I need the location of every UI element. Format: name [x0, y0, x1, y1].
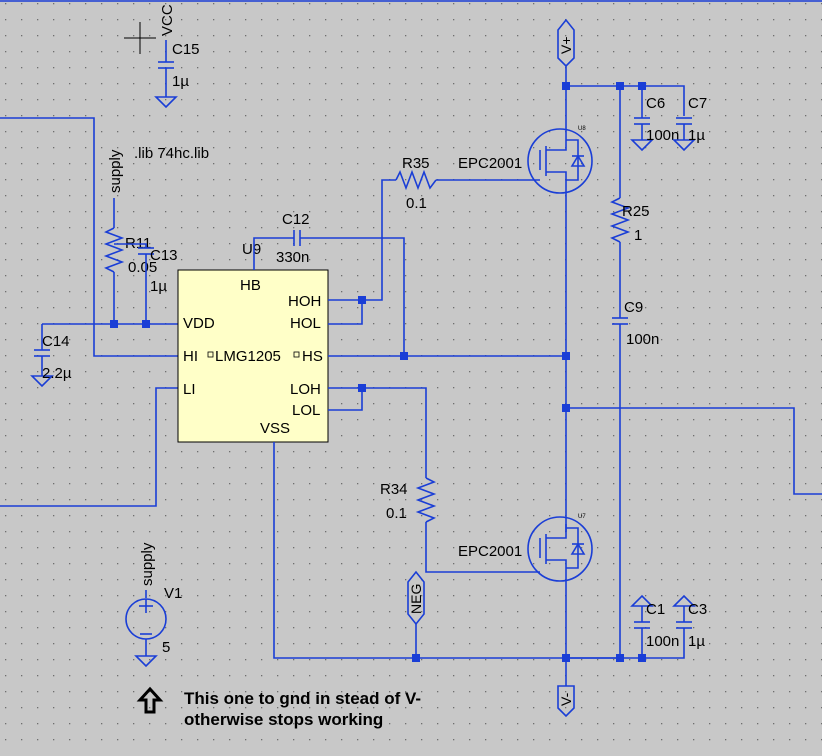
pin-vss: VSS: [260, 420, 290, 437]
c7-ref: C7: [688, 95, 707, 112]
ic-lmg1205[interactable]: U9 HB HOH HOL VDD HI LMG1205 HS LI LOH L…: [177, 241, 329, 443]
capacitor-c13[interactable]: C13 1µ: [114, 243, 178, 324]
r25-ref: R25: [622, 203, 650, 220]
capacitor-c6[interactable]: C6 100n: [630, 86, 679, 152]
junction: [616, 654, 624, 662]
mosfet-u8[interactable]: EPC2001 U8: [458, 126, 593, 194]
c6-ref: C6: [646, 95, 665, 112]
capacitor-c1[interactable]: C1 100n: [630, 594, 679, 658]
junction: [562, 654, 570, 662]
pin-hoh: HOH: [288, 293, 321, 310]
pin-lol: LOL: [292, 402, 320, 419]
pin-vdd: VDD: [183, 315, 215, 332]
junction: [562, 82, 570, 90]
c14-ref: C14: [42, 333, 70, 350]
c1-value: 100n: [646, 633, 679, 650]
r11-value: 0.05: [128, 259, 157, 276]
resistor-r35[interactable]: R35 0.1: [395, 155, 540, 212]
r34-feed-wire: [362, 387, 427, 478]
c14-value: 2.2µ: [42, 365, 72, 382]
capacitor-c7[interactable]: C7 1µ: [672, 95, 707, 152]
vcc-net: VCC: [124, 4, 176, 62]
junction: [142, 320, 150, 328]
top-rail-wire: [566, 85, 685, 116]
note-line-2: otherwise stops working: [184, 710, 383, 729]
c3-ref: C3: [688, 601, 707, 618]
note-line-1: This one to gnd in stead of V-: [184, 689, 421, 708]
bottom-rail-wire: [566, 628, 685, 659]
ic-ref: U9: [242, 241, 261, 258]
v1-value: 5: [162, 639, 170, 656]
junction: [562, 404, 570, 412]
pin-loh: LOH: [290, 381, 321, 398]
resistor-r34[interactable]: R34 0.1: [380, 477, 540, 573]
u7-model: EPC2001: [458, 543, 522, 560]
u7-ref: U7: [578, 514, 586, 520]
vplus-label: V+: [558, 36, 574, 54]
li-input-wire: [0, 387, 178, 507]
c6-value: 100n: [646, 127, 679, 144]
pin-hs: HS: [302, 348, 323, 365]
u8-model: EPC2001: [458, 155, 522, 172]
pin-li: LI: [183, 381, 196, 398]
capacitor-c15[interactable]: C15 1µ: [154, 41, 200, 109]
pin-hol: HOL: [290, 315, 321, 332]
hi-input-wire: [0, 117, 178, 357]
vcc-label: VCC: [159, 4, 176, 36]
junction: [400, 352, 408, 360]
pin-hi: HI: [183, 348, 198, 365]
annotation-note[interactable]: This one to gnd in stead of V- otherwise…: [136, 686, 421, 729]
capacitor-c3[interactable]: C3 1µ: [672, 594, 707, 650]
r35-ref: R35: [402, 155, 430, 172]
c3-value: 1µ: [688, 633, 705, 650]
c9-value: 100n: [626, 331, 659, 348]
r25-value: 1: [634, 227, 642, 244]
resistor-r25[interactable]: R25 1: [609, 86, 650, 318]
r35-feed-wire: [362, 179, 396, 301]
c12-value: 330n: [276, 249, 309, 266]
output-wire: [566, 407, 822, 495]
ic-name: LMG1205: [215, 348, 281, 365]
c12-ref: C12: [282, 211, 310, 228]
junction: [358, 296, 366, 304]
supply-label-bottom: supply: [139, 542, 156, 586]
vplus-port[interactable]: V+: [557, 18, 575, 136]
supply-label-top: supply: [107, 149, 124, 193]
loh-lol-wire: [328, 387, 363, 411]
neg-port[interactable]: NEG: [407, 570, 425, 658]
c15-value: 1µ: [172, 73, 189, 90]
spice-directive[interactable]: .lib 74hc.lib: [134, 145, 209, 162]
v1-ref: V1: [164, 585, 182, 602]
capacitor-c12[interactable]: C12 330n: [253, 211, 405, 356]
c15-ref: C15: [172, 41, 200, 58]
mosfet-u7[interactable]: EPC2001 U7: [458, 514, 593, 686]
u8-ref: U8: [578, 126, 586, 132]
c13-value: 1µ: [150, 278, 167, 295]
vminus-label: V-: [558, 692, 574, 706]
up-arrow-icon: [136, 686, 164, 714]
r34-ref: R34: [380, 481, 408, 498]
r34-value: 0.1: [386, 505, 407, 522]
c7-value: 1µ: [688, 127, 705, 144]
vss-ground-wire: [273, 442, 620, 659]
junction: [110, 320, 118, 328]
pin-hb: HB: [240, 277, 261, 294]
hoh-hol-wire: [328, 299, 363, 325]
capacitor-c14[interactable]: C14 2.2µ: [30, 324, 72, 388]
c9-ref: C9: [624, 299, 643, 316]
voltage-source-v1[interactable]: supply V1 5: [125, 542, 182, 668]
capacitor-c9[interactable]: C9 100n: [612, 299, 659, 658]
vminus-port[interactable]: V-: [557, 685, 575, 718]
r35-value: 0.1: [406, 195, 427, 212]
neg-label: NEG: [408, 584, 424, 614]
supply-net-top: supply: [107, 149, 124, 228]
c13-ref: C13: [150, 247, 178, 264]
junction: [358, 384, 366, 392]
c1-ref: C1: [646, 601, 665, 618]
